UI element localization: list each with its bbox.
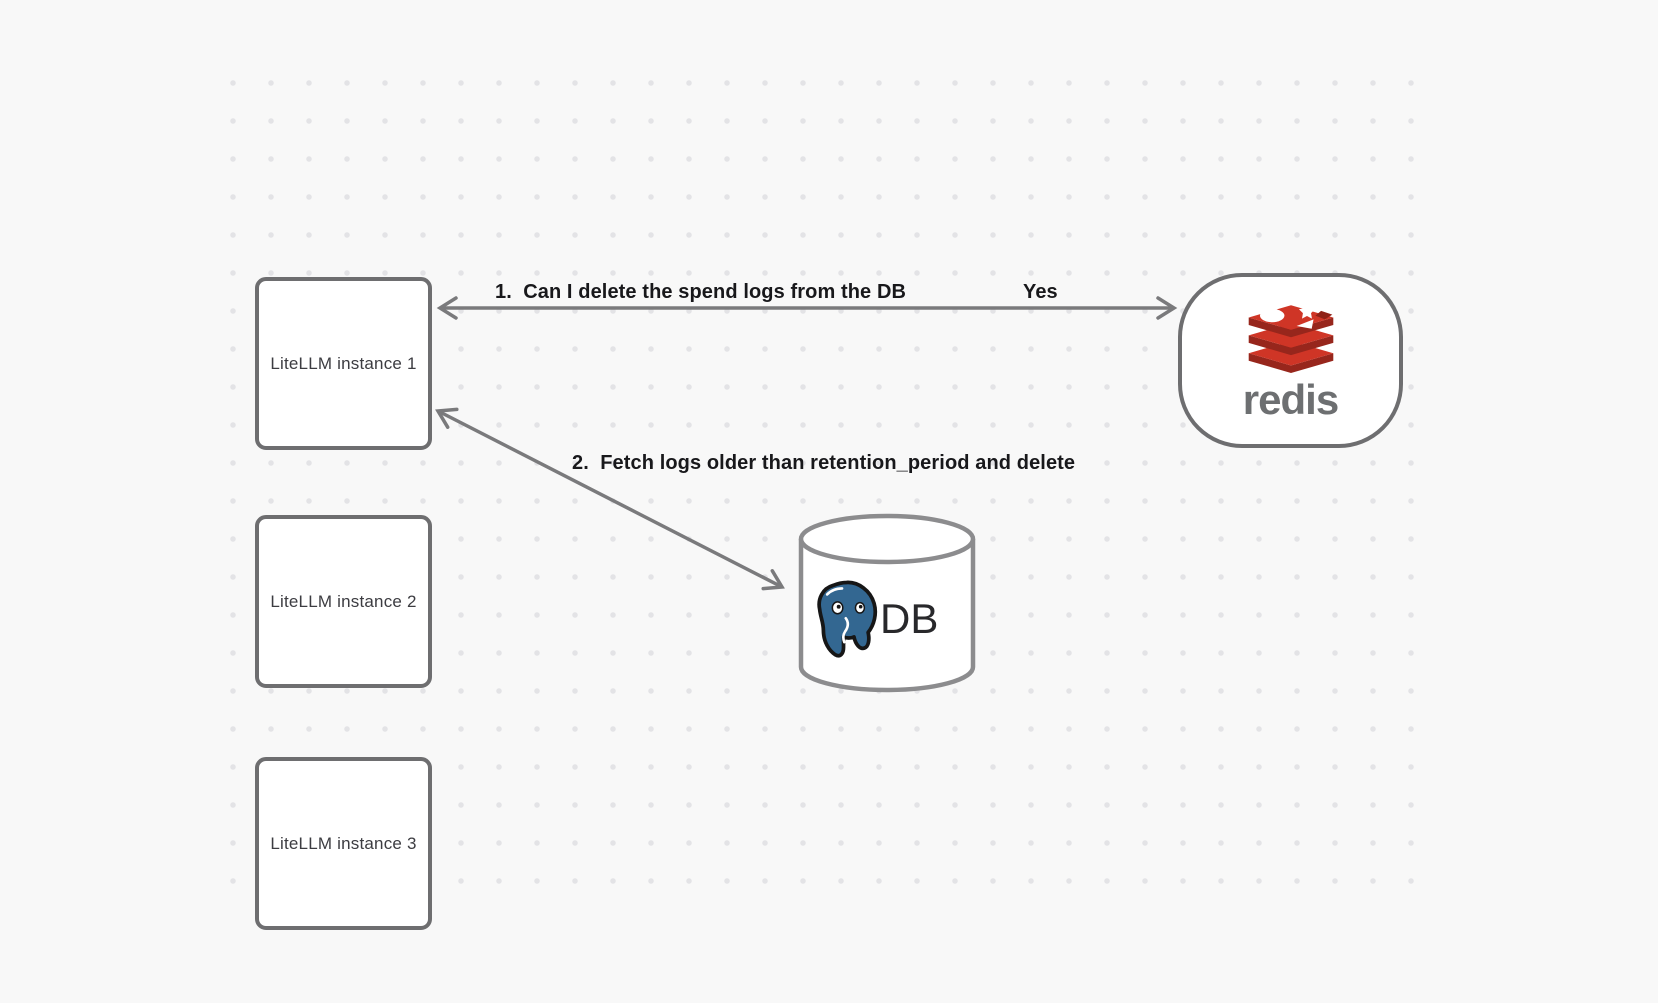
redis-wordmark: redis	[1242, 375, 1339, 423]
edge1-label: 1. Can I delete the spend logs from the …	[495, 281, 907, 303]
node-label: LiteLLM instance 1	[270, 353, 417, 373]
db-label: DB	[880, 595, 939, 642]
edge1-response-label: Yes	[1023, 281, 1058, 303]
node-db-cylinder	[798, 513, 976, 693]
node-redis: redis	[1178, 273, 1403, 448]
edge2-label: 2. Fetch logs older than retention_perio…	[572, 452, 1076, 474]
node-litellm-instance-1: LiteLLM instance 1	[255, 277, 432, 450]
node-litellm-instance-3: LiteLLM instance 3	[255, 757, 432, 930]
db-node-content: DB	[810, 574, 970, 664]
node-label: LiteLLM instance 3	[270, 833, 417, 853]
redis-stacked-layers-icon	[1248, 304, 1333, 373]
node-litellm-instance-2: LiteLLM instance 2	[255, 515, 432, 688]
postgresql-elephant-icon	[817, 580, 878, 658]
node-label: LiteLLM instance 2	[270, 591, 417, 611]
